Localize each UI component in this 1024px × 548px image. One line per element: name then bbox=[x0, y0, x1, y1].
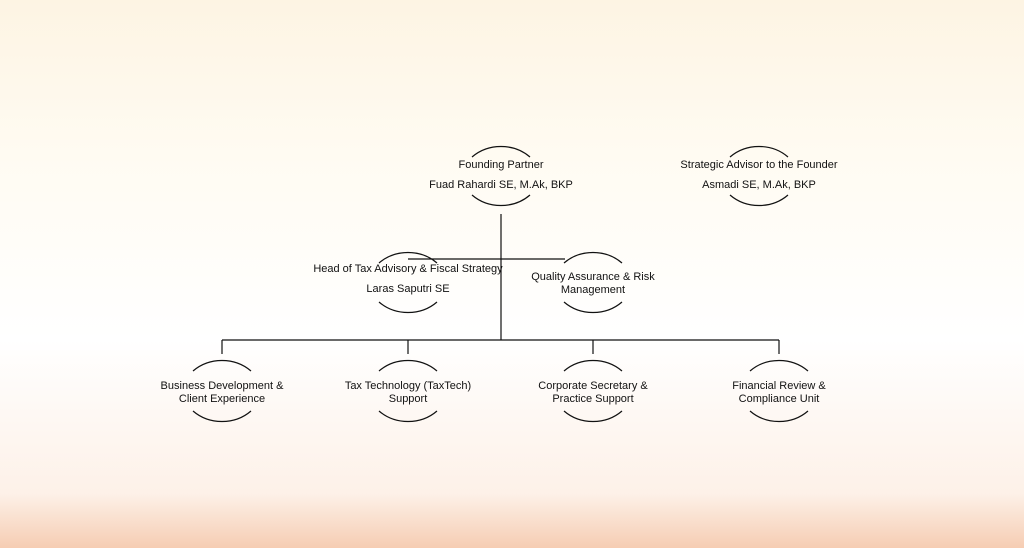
node-title: Financial Review & Compliance Unit bbox=[732, 380, 826, 405]
node-title: Head of Tax Advisory & Fiscal Strategy bbox=[313, 263, 503, 275]
node-title: Corporate Secretary & Practice Support bbox=[538, 380, 648, 405]
node-title: Tax Technology (TaxTech) Support bbox=[344, 380, 472, 405]
node-title: Strategic Advisor to the Founder bbox=[680, 159, 838, 171]
node-arc bbox=[192, 359, 252, 423]
node-title: Business Development & Client Experience bbox=[160, 380, 284, 405]
node-arc bbox=[471, 145, 531, 207]
node-arc bbox=[563, 359, 623, 423]
node-arc bbox=[729, 145, 789, 207]
node-arc bbox=[378, 251, 438, 314]
node-arc bbox=[563, 251, 623, 314]
node-person-name: Fuad Rahardi SE, M.Ak, BKP bbox=[429, 179, 573, 191]
node-person-name: Laras Saputri SE bbox=[366, 283, 450, 295]
node-title: Founding Partner bbox=[458, 159, 544, 171]
node-title: Quality Assurance & Risk Management bbox=[531, 271, 655, 296]
node-arc bbox=[378, 359, 438, 423]
node-arc bbox=[749, 359, 809, 423]
node-person-name: Asmadi SE, M.Ak, BKP bbox=[702, 179, 816, 191]
